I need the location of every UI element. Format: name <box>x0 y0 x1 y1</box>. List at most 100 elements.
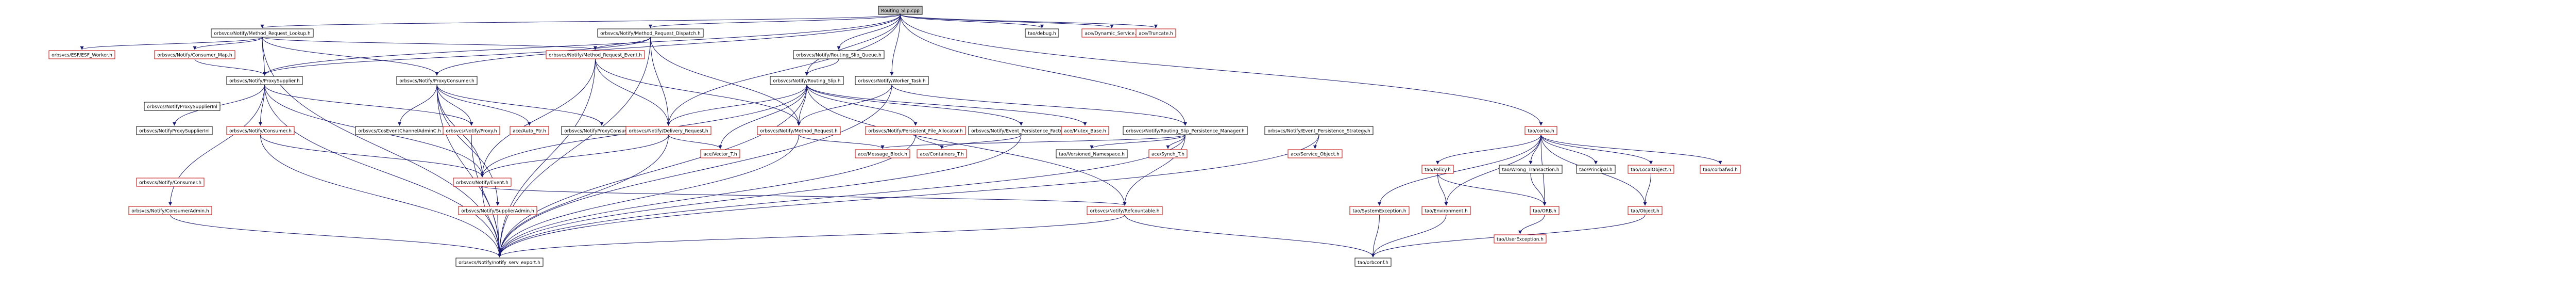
edge-rsq-to-rs <box>805 58 839 76</box>
edge-epf-to-export <box>498 134 1022 258</box>
node-box <box>453 178 512 187</box>
edge-pps-to-cons <box>259 84 265 126</box>
graph-node-vec[interactable]: ace/Vector_T.h <box>700 149 740 158</box>
edges-layer <box>80 14 1722 258</box>
graph-node-ppc[interactable]: orbsvcs/Notify/ProxyConsumer.h <box>396 76 478 85</box>
graph-node-mblk[interactable]: ace/Message_Block.h <box>855 149 910 158</box>
edge-corba-to-env <box>1444 134 1541 206</box>
graph-node-cadmin[interactable]: orbsvcs/Notify/ConsumerAdmin.h <box>128 206 212 215</box>
node-label: ace/Containers_T.h <box>920 152 963 157</box>
node-box <box>1056 149 1128 158</box>
graph-node-pps[interactable]: orbsvcs/Notify/ProxySupplier.h <box>226 76 303 85</box>
edge-wt-to-mr <box>797 84 892 126</box>
graph-node-export[interactable]: orbsvcs/Notify/notify_serv_export.h <box>455 258 544 267</box>
graph-node-wt[interactable]: orbsvcs/Notify/Worker_Task.h <box>855 76 929 85</box>
graph-node-trunc[interactable]: ace/Truncate.h <box>1136 28 1176 38</box>
graph-node-rsq[interactable]: orbsvcs/Notify/Routing_Slip_Queue.h <box>793 50 885 59</box>
edge-rspm-to-mblk <box>880 134 1185 149</box>
graph-node-ppa[interactable]: orbsvcs/Notify/Persistent_File_Allocator… <box>865 126 966 135</box>
graph-node-obj[interactable]: tao/Object.h <box>1628 206 1663 215</box>
edge-rsd-to-export <box>498 37 651 258</box>
graph-node-uex[interactable]: tao/UserException.h <box>1494 234 1547 244</box>
graph-node-safe[interactable]: tao/corbafwd.h <box>1700 165 1741 174</box>
node-box <box>1628 165 1674 174</box>
node-label: orbsvcs/NotifyProxySupplierInl <box>147 105 217 110</box>
graph-node-rs[interactable]: orbsvcs/Notify/Routing_Slip.h <box>770 76 844 85</box>
node-label: orbsvcs/Notify/Routing_Slip.h <box>773 79 840 84</box>
edge-cadmin-to-export <box>170 214 501 258</box>
edge-root-to-corba <box>900 14 1543 126</box>
edge-env-to-orbconf <box>1371 214 1447 258</box>
edge-rs-to-vec <box>718 84 807 149</box>
graph-node-aptr[interactable]: ace/Auto_Ptr.h <box>510 126 549 135</box>
graph-node-cosev[interactable]: orbsvcs/CosEventChannelAdminC.h <box>355 126 444 135</box>
edge-rsd-to-mr <box>650 37 801 126</box>
graph-node-ncons[interactable]: orbsvcs/Notify/Consumer.h <box>136 178 205 187</box>
node-label: tao/Environment.h <box>1425 209 1468 214</box>
node-box <box>1530 206 1560 215</box>
graph-node-rspm[interactable]: orbsvcs/Notify/Routing_Slip_Persistence_… <box>1123 126 1248 135</box>
edge-ppc-to-sadmin <box>436 84 500 206</box>
graph-node-mbase[interactable]: ace/Mutex_Base.h <box>1061 126 1109 135</box>
node-label: tao/UserException.h <box>1497 237 1544 243</box>
node-label: orbsvcs/Notify/SupplierAdmin.h <box>461 209 534 214</box>
node-box <box>757 126 841 135</box>
graph-node-corba[interactable]: tao/corba.h <box>1524 126 1557 135</box>
edge-corba-to-safe <box>1540 134 1722 165</box>
node-label: orbsvcs/Notify/ProxyConsumer.h <box>399 79 474 84</box>
graph-node-rsd[interactable]: orbsvcs/Notify/Method_Request_Dispatch.h <box>597 28 704 38</box>
graph-node-refc[interactable]: orbsvcs/Notify/Refcountable.h <box>1087 206 1163 215</box>
edge-root-to-rspm <box>900 14 1187 126</box>
node-box <box>144 102 221 111</box>
graph-node-epf[interactable]: orbsvcs/Notify/Event_Persistence_Factory… <box>968 126 1074 135</box>
edge-rspm-to-vns <box>1090 134 1185 149</box>
graph-node-proxy[interactable]: orbsvcs/Notify/Proxy.h <box>443 126 500 135</box>
edge-rsi-to-esfw <box>80 37 263 50</box>
graph-node-dynsvc[interactable]: ace/Dynamic_Service.h <box>1081 28 1142 38</box>
edge-corba-to-local <box>1540 134 1653 165</box>
graph-node-eps[interactable]: orbsvcs/Notify/Event_Persistence_Strateg… <box>1264 126 1374 135</box>
node-box <box>1087 206 1163 215</box>
graph-node-orb[interactable]: tao/ORB.h <box>1530 206 1560 215</box>
graph-node-mre[interactable]: orbsvcs/Notify/Method_Request_Event.h <box>546 50 645 59</box>
graph-node-svcobj[interactable]: ace/Service_Object.h <box>1287 149 1343 158</box>
node-label: orbsvcs/NotifyProxySupplierInl <box>139 129 210 134</box>
graph-node-rsi[interactable]: orbsvcs/Notify/Method_Request_Lookup.h <box>211 28 314 38</box>
node-label: orbsvcs/Notify/Proxy.h <box>446 129 497 134</box>
graph-node-evt[interactable]: orbsvcs/Notify/Event.h <box>453 178 512 187</box>
graph-node-debug[interactable]: tao/debug.h <box>1025 28 1059 38</box>
edge-rsi-to-ppc <box>262 37 439 76</box>
graph-node-sadmin[interactable]: orbsvcs/Notify/SupplierAdmin.h <box>458 206 537 215</box>
node-label: ace/Auto_Ptr.h <box>513 129 546 134</box>
node-box <box>1628 206 1663 215</box>
graph-node-princ[interactable]: tao/Principal.h <box>1576 165 1616 174</box>
graph-node-mr[interactable]: orbsvcs/Notify/Method_Request.h <box>757 126 841 135</box>
graph-node-cons[interactable]: orbsvcs/Notify/Consumer.h <box>226 126 295 135</box>
graph-node-synch[interactable]: ace/Synch_T.h <box>1148 149 1188 158</box>
graph-node-orbconf[interactable]: tao/orbconf.h <box>1354 258 1392 267</box>
graph-node-ppsi[interactable]: orbsvcs/NotifyProxySupplierInl <box>136 126 213 135</box>
edge-evt-to-export <box>482 186 501 258</box>
graph-node-wrong[interactable]: tao/Wrong_Transaction.h <box>1499 165 1563 174</box>
node-box <box>793 50 885 59</box>
graph-node-policy[interactable]: tao/Policy.h <box>1421 165 1454 174</box>
graph-node-esfw[interactable]: orbsvcs/ESF/ESF_Worker.h <box>48 50 115 59</box>
edge-orb-to-uex <box>1518 214 1545 234</box>
node-label: orbsvcs/Notify/ProxySupplier.h <box>229 79 300 84</box>
edge-root-to-pps <box>263 14 901 76</box>
nodes-layer: Routing_Slip.cpp orbsvcs/Notify/Method_Re… <box>48 6 1741 267</box>
edge-rsd-to-dreq <box>650 37 670 126</box>
graph-node-cmap[interactable]: orbsvcs/Notify/Consumer_Map.h <box>154 50 235 59</box>
node-label: ace/Message_Block.h <box>858 152 907 157</box>
graph-node-root[interactable]: Routing_Slip.cpp <box>878 6 923 15</box>
node-box <box>1349 206 1410 215</box>
edge-mre-to-evt <box>480 58 596 178</box>
graph-node-cont[interactable]: ace/Containers_T.h <box>917 149 967 158</box>
graph-node-env[interactable]: tao/Environment.h <box>1421 206 1471 215</box>
node-label: tao/corba.h <box>1528 129 1554 134</box>
graph-node-dreq[interactable]: orbsvcs/Notify/Delivery_Request.h <box>625 126 711 135</box>
graph-node-sysex[interactable]: tao/SystemException.h <box>1349 206 1410 215</box>
graph-node-ppsupp[interactable]: orbsvcs/NotifyProxySupplierInl <box>144 102 221 111</box>
graph-node-vns[interactable]: tao/Versioned_Namespace.h <box>1056 149 1128 158</box>
graph-node-local[interactable]: tao/LocalObject.h <box>1628 165 1674 174</box>
